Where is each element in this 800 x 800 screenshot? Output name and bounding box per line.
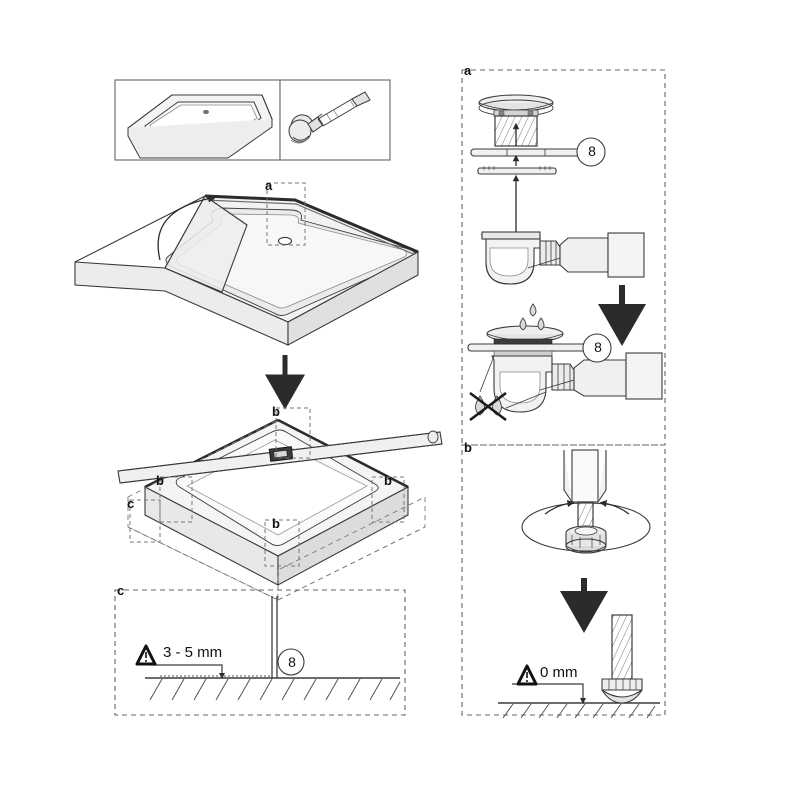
callout-box-a-main xyxy=(266,182,306,246)
siphon-icon xyxy=(288,91,371,144)
callout-box-b-right xyxy=(371,476,405,523)
callout-label-a-main: a xyxy=(265,178,273,193)
warning-triangle-icon-b xyxy=(516,664,538,686)
panel-c-content xyxy=(145,596,401,701)
dimension-0-mm: 0 mm xyxy=(540,664,578,681)
drain-assembled xyxy=(467,325,663,413)
callout-label-b-top: b xyxy=(272,404,280,419)
warning-triangle-icon-c xyxy=(135,644,157,666)
panel-label-b: b xyxy=(464,440,472,455)
callout-label-c-left: c xyxy=(127,496,135,511)
tray-icon-isometric xyxy=(127,94,273,159)
dimension-3-5-mm: 3 - 5 mm xyxy=(163,644,223,661)
callout-label-b-right: b xyxy=(384,473,392,488)
panel-label-c: c xyxy=(117,583,125,598)
callout-number-8-panel-c: 8 xyxy=(288,654,296,670)
drain-trap-exploded xyxy=(480,231,645,285)
callout-box-b-bottom xyxy=(264,519,300,567)
main-tray-illustration xyxy=(74,186,420,346)
callout-label-b-left: b xyxy=(156,473,164,488)
callout-number-8-panel-a-top: 8 xyxy=(588,143,596,159)
panel-b-border xyxy=(461,444,666,716)
callout-box-b-top xyxy=(275,407,311,459)
leveling-foot-rotating xyxy=(521,449,651,554)
panel-c-border xyxy=(114,589,406,716)
panel-label-a: a xyxy=(464,63,472,78)
drain-washer xyxy=(477,166,557,175)
panel-b-floor-detail xyxy=(498,614,660,719)
tray-leveling-illustration xyxy=(117,418,443,601)
callout-box-b-left xyxy=(159,476,193,523)
callout-box-c-left xyxy=(129,499,161,543)
callout-label-b-bottom: b xyxy=(272,516,280,531)
water-drops-icon xyxy=(519,303,545,331)
callout-number-8-panel-a-bottom: 8 xyxy=(594,339,602,355)
water-drops-crossed-icon xyxy=(469,391,507,422)
drain-gasket-bar xyxy=(470,137,606,167)
